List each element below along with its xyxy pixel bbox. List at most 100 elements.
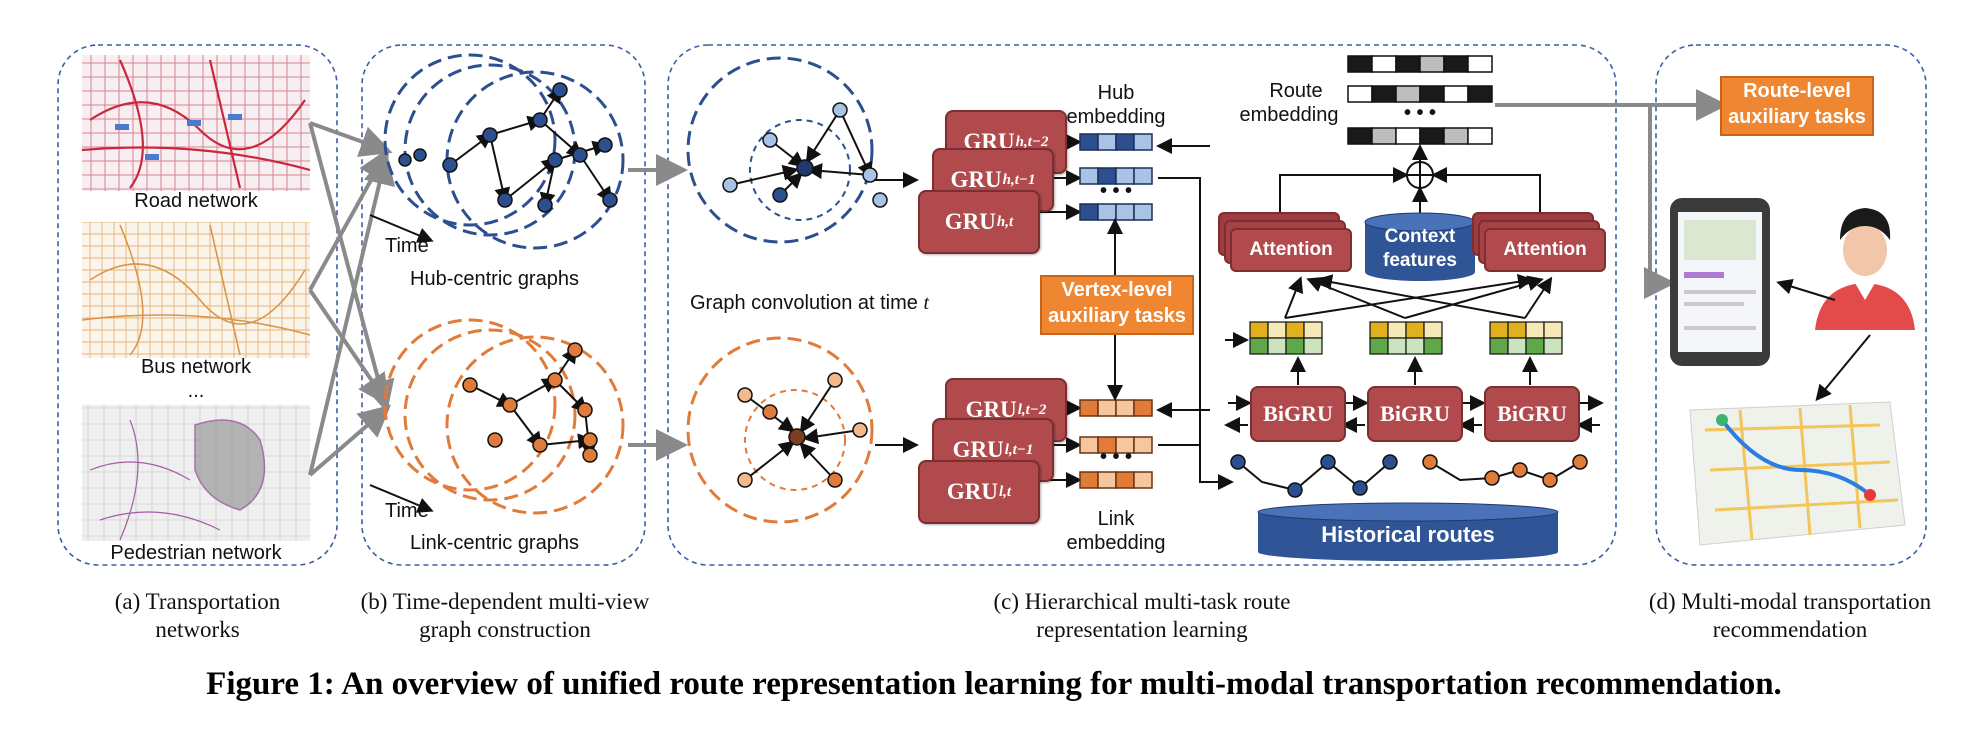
link-embedding-label-line2: embedding <box>1066 532 1166 554</box>
route-embedding-vectors <box>1347 55 1493 145</box>
a-to-b-connectors <box>308 121 396 477</box>
hub-embedding-label-line2: embedding <box>1066 106 1166 128</box>
graph-conv-link-inner <box>744 389 846 491</box>
route-embedding-label-line2: embedding <box>1239 104 1339 126</box>
historical-routes-cylinder <box>1257 502 1559 561</box>
route-to-phone-arrow <box>1644 105 1676 299</box>
gru-h0-sup: h,t <box>996 213 1014 230</box>
attention-edges <box>1225 273 1553 348</box>
panel-d-border <box>1655 44 1927 566</box>
caption-b-line1: (b) Time-dependent multi-view <box>360 589 650 614</box>
hub-graph-nodes <box>398 82 618 213</box>
caption-a-line2: networks <box>155 617 240 642</box>
attention-input-vectors <box>1249 321 1563 355</box>
link-centric-graphs-label: Link-centric graphs <box>410 532 579 554</box>
conv-hub-nodes <box>722 102 888 208</box>
bigru-2: BiGRU <box>1367 386 1463 442</box>
route-tasks-line2: auxiliary tasks <box>1728 106 1866 128</box>
gru-h0-base: GRU <box>944 209 996 234</box>
link-centric-graph-stack <box>383 318 625 515</box>
person-icon <box>1815 208 1915 330</box>
historical-route-nodes <box>1230 454 1588 498</box>
road-map <box>81 55 311 191</box>
oplus-cross <box>1407 162 1433 188</box>
time-arrow-bottom <box>369 484 434 513</box>
caption-d-line2: recommendation <box>1712 617 1868 642</box>
gru-h2-sup: h,t−2 <box>1015 133 1049 150</box>
hub-embedding-label-line1: Hub <box>1097 82 1135 104</box>
graph-conv-variable: t <box>923 292 930 314</box>
route-embedding-label-line1: Route <box>1269 80 1323 102</box>
historical-routes-label: Historical routes <box>1321 522 1495 547</box>
graph-conv-label: Graph convolution at time t <box>690 292 929 315</box>
attn-right-to-oplus <box>1431 167 1541 220</box>
caption-c: (c) Hierarchical multi-task route repres… <box>868 588 1416 644</box>
pedestrian-network-label: Pedestrian network <box>110 542 282 564</box>
time-label-bottom: Time <box>385 500 429 522</box>
vertex-tasks-line2: auxiliary tasks <box>1048 305 1186 327</box>
link-embedding-vectors <box>1079 399 1153 489</box>
bigru-connectors <box>1224 356 1604 433</box>
bigru-1: BiGRU <box>1250 386 1346 442</box>
hub-embedding-dots: • • • <box>1099 180 1133 202</box>
caption-d-line1: (d) Multi-modal transportation <box>1648 589 1932 614</box>
panel-a-border <box>57 44 338 566</box>
caption-a-line1: (a) Transportation <box>114 589 281 614</box>
vertex-tasks-line1: Vertex-level <box>1061 279 1173 301</box>
conv-link-edges <box>744 379 861 481</box>
attn-left-to-oplus <box>1279 167 1409 220</box>
vertex-level-tasks-box: Vertex-level auxiliary tasks <box>1040 275 1194 335</box>
graph-conv-hub-inner <box>749 119 851 221</box>
caption-b-line2: graph construction <box>419 617 591 642</box>
link-embedding-label-line1: Link <box>1097 508 1135 530</box>
time-arrow-top <box>369 214 434 243</box>
context-features-line1: Context <box>1384 226 1456 247</box>
caption-d: (d) Multi-modal transportation recommend… <box>1620 588 1960 644</box>
route-tasks-line1: Route-level <box>1743 80 1851 102</box>
gru-l0-base: GRU <box>946 479 999 504</box>
conv-link-nodes <box>737 372 868 488</box>
panel-b-border <box>361 44 646 566</box>
hub-centric-graphs-label: Hub-centric graphs <box>410 268 579 290</box>
route-level-tasks-box: Route-level auxiliary tasks <box>1720 76 1874 136</box>
caption-a: (a) Transportation networks <box>58 588 337 644</box>
gru-l1-sup: l,t−1 <box>1004 441 1034 458</box>
context-features-line2: features <box>1383 250 1457 271</box>
panel-c-border <box>667 44 1617 566</box>
hub-emb-to-routes <box>1158 177 1234 490</box>
attention-right: Attention <box>1484 228 1606 272</box>
caption-b: (b) Time-dependent multi-view graph cons… <box>330 588 680 644</box>
road-network-label: Road network <box>134 190 258 212</box>
figure-caption: Figure 1: An overview of unified route r… <box>206 666 1782 702</box>
gru-l1-base: GRU <box>952 437 1004 462</box>
gru-l2-base: GRU <box>965 397 1017 422</box>
hub-graph-edges <box>449 86 613 209</box>
route-embedding-dots: • • • <box>1403 102 1437 124</box>
network-ellipsis: ... <box>187 380 205 402</box>
pedestrian-map <box>82 405 310 541</box>
bus-network-label: Bus network <box>140 356 252 378</box>
graph-conv-text: Graph convolution at time <box>690 292 918 314</box>
gru-h1-base: GRU <box>950 167 1002 192</box>
context-features-cylinder <box>1364 212 1476 281</box>
hub-embedding-vectors <box>1079 133 1153 221</box>
link-graph-nodes <box>462 342 598 463</box>
caption-c-line2: representation learning <box>1036 617 1248 642</box>
route-map <box>1689 401 1906 546</box>
bus-map <box>81 222 311 358</box>
gru-l0-sup: l,t <box>999 483 1012 500</box>
person-to-map-arrow <box>1815 334 1871 402</box>
bigru-3: BiGRU <box>1484 386 1580 442</box>
gru-l2-sup: l,t−2 <box>1017 401 1047 418</box>
time-label-top: Time <box>385 235 429 257</box>
link-embedding-dots: • • • <box>1099 446 1133 468</box>
caption-c-line1: (c) Hierarchical multi-task route <box>993 589 1291 614</box>
graph-conv-hub-outer <box>686 56 874 244</box>
gru-h1-sup: h,t−1 <box>1002 171 1036 188</box>
phone <box>1670 198 1770 366</box>
person-to-phone-arrow <box>1776 278 1836 301</box>
